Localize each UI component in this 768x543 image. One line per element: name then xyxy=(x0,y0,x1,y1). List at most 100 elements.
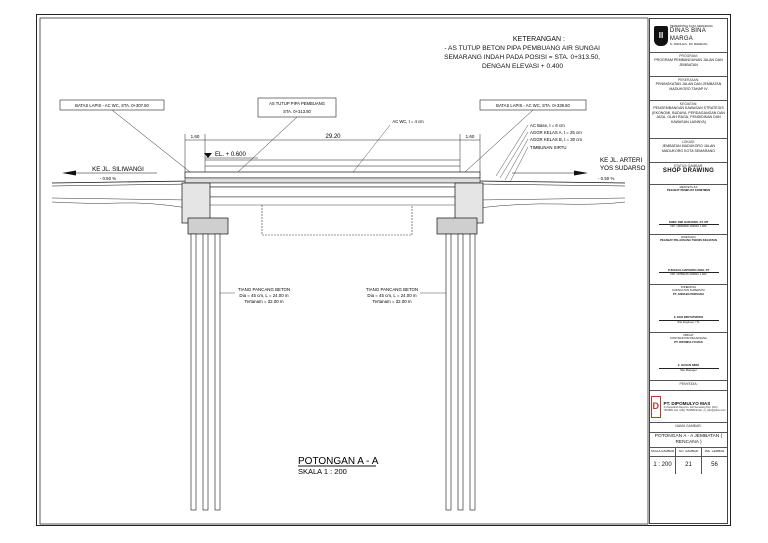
penyedia-heading-cell: PENYEDIA: xyxy=(650,381,727,391)
sheet-info-headers: SKALA GAMBAR NO. GAMBAR JML. LEMBAR xyxy=(650,447,727,457)
layer-4: TIMBUNAN SIRTU xyxy=(530,145,566,150)
ppk-nip: NIP. 19650808 199903 1 006 xyxy=(670,224,707,229)
pile-label-left: TIANG PANCANG BETON Dia = 45 cm, L = 24.… xyxy=(220,287,290,304)
layer-1: AC Base, t = 6 cm xyxy=(530,123,565,128)
pptk-nip: NIP. 19780106 200801 1 002 xyxy=(670,272,707,277)
konsultan-cell: DIPERIKSA KONSULTAN SUPERVISI PT. ANNABA… xyxy=(650,285,727,333)
kegiatan-heading: KEGIATAN: xyxy=(679,102,698,106)
col-no: NO. GAMBAR xyxy=(676,447,702,456)
layer-2: AGGR KELAS A, t = 25 cm xyxy=(530,130,582,135)
label-ac-wc: AC WC, t = 4 cm xyxy=(392,119,424,124)
kegiatan-cell: KEGIATAN: PENGEMBANGAN KAWASAN STRATEGIS… xyxy=(650,101,727,139)
dim-top-text: 29.20 xyxy=(325,134,341,140)
slope-left: - 0.50 % xyxy=(100,176,116,181)
contractor-logo-icon: D xyxy=(651,395,661,418)
callout-batas-left: BATAS LAPIS - AC WC, STA. 0+307.50 xyxy=(59,99,191,173)
dim-small-right: 1.60 xyxy=(466,134,475,139)
elevation-text: EL. + 0.600 xyxy=(215,152,247,158)
org-header: II PEMERINTAH KOTA SEMARANG DINAS BINA M… xyxy=(650,19,727,53)
bridge-deck xyxy=(181,159,484,236)
val-jml: 56 xyxy=(711,461,718,468)
notes-line-2: SEMARANG INDAH PADA POSISI = STA. 0+313.… xyxy=(444,54,600,61)
konsultan-person-role: Site Engineer / TL xyxy=(677,319,700,324)
callout-batas-right-text: BATAS LAPIS - AC WC, STA. 0+339.50 xyxy=(496,103,570,108)
notes-heading: KETERANGAN : xyxy=(513,36,565,43)
pile-left-2: Dia = 45 cm, L = 24.00 m xyxy=(239,293,288,298)
layer-3: AGGR KELAS B, t = 30 cm xyxy=(530,137,582,142)
kegiatan-text: PENGEMBANGAN KAWASAN STRATEGIS (EKONOMI,… xyxy=(652,106,725,124)
pekerjaan-heading: PEKERJAAN: xyxy=(677,78,700,82)
val-skala: 1 : 200 xyxy=(650,456,676,475)
layer-labels: AC Base, t = 6 cm AGGR KELAS A, t = 25 c… xyxy=(495,123,582,183)
status-heading: STATUS GAMBAR: xyxy=(673,164,704,168)
kontraktor-person: Ir. HASAN SIDIK xyxy=(677,363,700,368)
road-right: KE JL. ARTERI YOS SUDARSO - 0.50 % xyxy=(477,157,646,187)
ppk-name: ARIEF DWI HARJONO, ST. MT xyxy=(668,219,709,224)
pptk-cell: DIKETAHUI PEJABAT PELAKSANA TEKNIS KEGIA… xyxy=(650,235,727,285)
sheet-info-values: 1 : 200 21 56 xyxy=(650,456,727,475)
road-left: KE JL. SILIWANGI - 0.50 % xyxy=(51,166,191,187)
konsultan-heading: KONSULTAN SUPERVISI xyxy=(672,288,705,293)
pile-left-3: Tertanam = 32.00 m xyxy=(244,299,284,304)
elevation-marker: EL. + 0.600 xyxy=(204,152,258,159)
drawing-sheet xyxy=(36,14,731,526)
lokasi-text: JEMBATAN MADUKORO JALAN MADUKORO KOTA SE… xyxy=(661,144,716,153)
diketahui-label: DIKETAHUI xyxy=(681,235,696,239)
road-right-label-1: KE JL. ARTERI xyxy=(600,157,642,164)
pptk-name: TUNGGUL HAPSORO ADHI, ST xyxy=(667,267,710,272)
ppk-cell: MENYETUJUI PEJABAT PEMBUAT KOMITMEN ARIE… xyxy=(650,185,727,235)
nama-gambar-heading: NAMA GAMBAR: xyxy=(675,424,702,428)
program-heading: PROGRAM: xyxy=(679,54,698,58)
ground-lines xyxy=(51,197,626,209)
callout-as-tutup-text: AS TUTUP PIPA PEMBUANG xyxy=(269,101,325,106)
penyedia-address: Jl. Pamularsih Raya No. 102 Semarang Tel… xyxy=(663,406,726,413)
kontraktor-name: PT. DIPOMULYO MAS xyxy=(674,339,703,344)
nama-gambar-cell: POTONGAN A - A JEMBATAN ( RENCANA ) xyxy=(650,433,727,448)
konsultan-name: PT. ANNABA PERSADA xyxy=(672,291,705,296)
org-small: PEMERINTAH KOTA SEMARANG xyxy=(669,23,713,28)
penyedia-name: PT. DIPOMULYO MAS xyxy=(663,400,711,406)
org-sub: JL. PAMULAUS - KM. SEMARANG xyxy=(669,43,708,47)
konsultan-person: Ir. EKO WIDYATMOKO xyxy=(673,315,704,320)
diperiksa-label: DIPERIKSA xyxy=(681,285,696,289)
callout-as-tutup-sta: STA. 0+313.50 xyxy=(283,109,311,114)
kontraktor-heading: KONTRAKTOR PELAKSANA xyxy=(670,336,707,341)
notes-block: KETERANGAN : - AS TUTUP BETON PIPA PEMBU… xyxy=(444,36,600,70)
pile-label-right: TIANG PANCANG BETON Dia = 45 cm, L = 24.… xyxy=(366,287,446,304)
kontraktor-person-role: Site Manager xyxy=(680,367,697,372)
dim-small-left: 1.60 xyxy=(191,134,200,139)
ppk-role: PEJABAT PEMBUAT KOMITMEN xyxy=(666,188,711,193)
pile-right-3: Tertanam = 32.00 m xyxy=(372,299,412,304)
pptk-role: PEJABAT PELAKSANA TEKNIS KEGIATAN xyxy=(660,238,717,243)
notes-line-3: DENGAN ELEVASI + 0.400 xyxy=(482,63,563,70)
road-right-label-2: YOS SUDARSO xyxy=(600,165,646,172)
col-skala: SKALA GAMBAR xyxy=(650,447,676,456)
pekerjaan-text: PENINGKATAN JALAN DAN JEMBATAN MADUKORO … xyxy=(655,82,722,91)
program-cell: PROGRAM: PROGRAM PEMBANGUNAN JALAN DAN J… xyxy=(650,53,727,77)
callout-batas-left-text: BATAS LAPIS - AC WC, STA. 0+307.50 xyxy=(75,103,149,108)
pile-right-2: Dia = 45 cm, L = 24.00 m xyxy=(367,293,416,298)
nama-gambar-heading-cell: NAMA GAMBAR: xyxy=(650,423,727,433)
slope-right: - 0.50 % xyxy=(598,176,614,181)
lokasi-heading: LOKASI: xyxy=(681,140,696,144)
status-cell: STATUS GAMBAR: SHOP DRAWING xyxy=(650,163,727,185)
city-emblem-icon: II xyxy=(654,25,668,46)
pile-right-1: TIANG PANCANG BETON xyxy=(366,287,418,292)
org-name: DINAS BINA MARGA xyxy=(669,28,706,42)
piles xyxy=(190,233,476,511)
kontraktor-cell: DIBUAT KONTRAKTOR PELAKSANA PT. DIPOMULY… xyxy=(650,333,727,381)
program-text: PROGRAM PEMBANGUNAN JALAN DAN JEMBATAN xyxy=(654,58,723,67)
pile-left-1: TIANG PANCANG BETON xyxy=(238,287,290,292)
road-left-label: KE JL. SILIWANGI xyxy=(92,166,144,173)
section-title-block: POTONGAN A - A SKALA 1 : 200 xyxy=(298,456,379,476)
col-jml: JML. LEMBAR xyxy=(704,448,725,453)
section-title: POTONGAN A - A xyxy=(298,456,379,467)
status-text: SHOP DRAWING xyxy=(662,168,715,175)
callout-batas-right: BATAS LAPIS - AC WC, STA. 0+339.50 xyxy=(464,99,587,173)
lokasi-cell: LOKASI: JEMBATAN MADUKORO JALAN MADUKORO… xyxy=(650,139,727,163)
pekerjaan-cell: PEKERJAAN: PENINGKATAN JALAN DAN JEMBATA… xyxy=(650,77,727,101)
title-block: II PEMERINTAH KOTA SEMARANG DINAS BINA M… xyxy=(649,18,728,524)
menyetujui-label: MENYETUJUI xyxy=(679,185,698,189)
penyedia-heading: PENYEDIA: xyxy=(679,382,698,386)
